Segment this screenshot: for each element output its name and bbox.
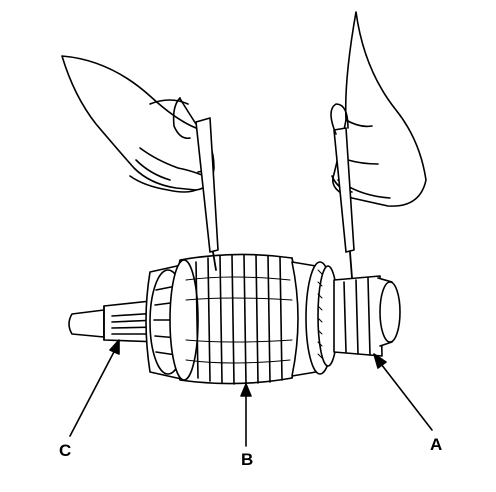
callout-label-b: B: [241, 450, 254, 469]
winding-ring: [292, 262, 338, 376]
callout-label-a: A: [430, 435, 443, 454]
left-probe: [174, 98, 218, 270]
callout-label-c: C: [59, 441, 72, 460]
right-end: [334, 276, 400, 356]
armature-core: [170, 254, 299, 384]
leader-arrow-b: [241, 384, 251, 446]
leader-arrow-a: [374, 354, 432, 430]
right-probe: [331, 104, 354, 278]
leader-arrow-c: [70, 340, 119, 436]
left-hand: [62, 56, 214, 192]
